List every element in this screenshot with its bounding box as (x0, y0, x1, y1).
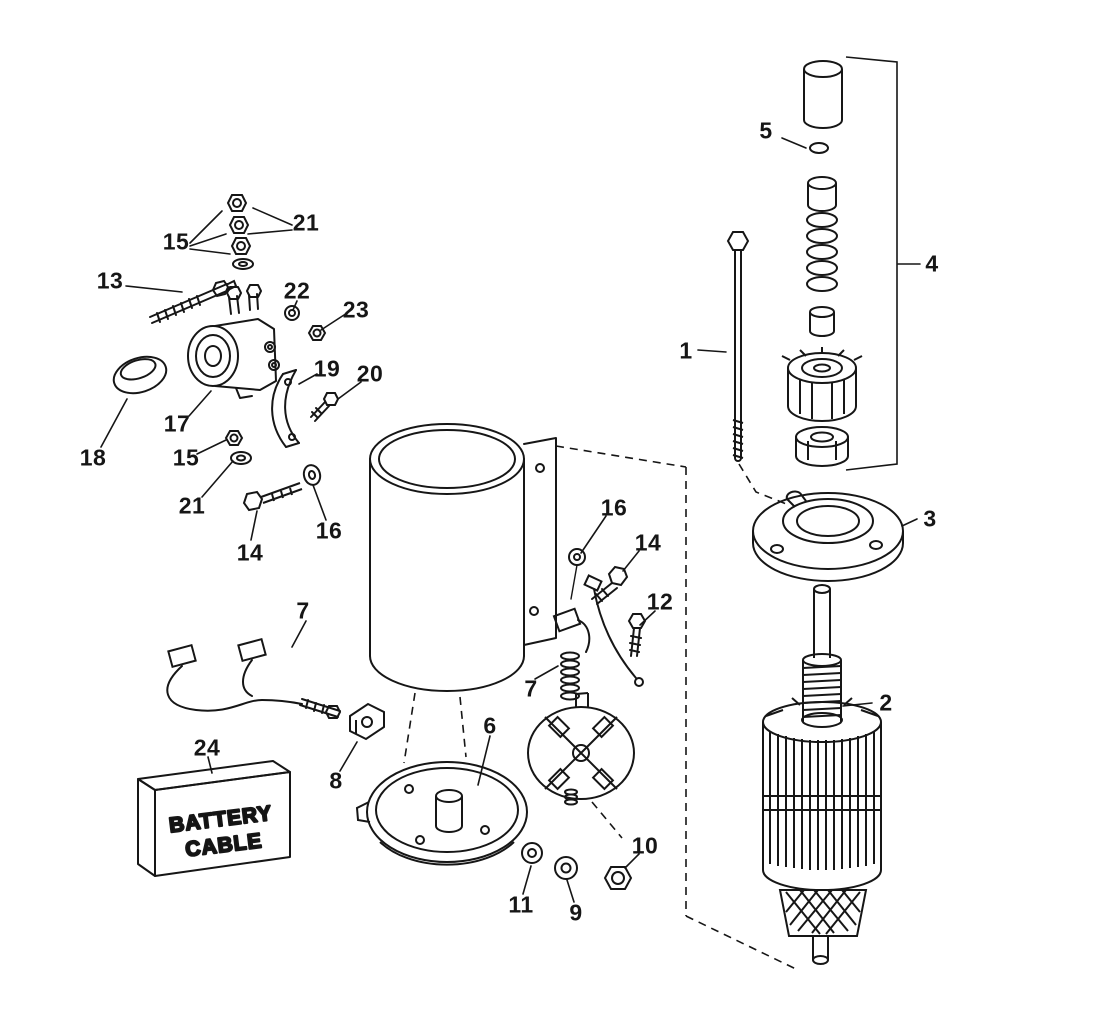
callout-14-17: 14 (634, 529, 662, 556)
alignment-dashed-lines (403, 445, 799, 971)
callout-19-8: 19 (313, 355, 341, 382)
callout-12-19: 12 (646, 588, 674, 615)
callout-24-24: 24 (193, 734, 221, 761)
lower-end-cap (355, 761, 528, 866)
callout-3-18: 3 (923, 505, 937, 532)
callout-4-1: 4 (925, 250, 939, 277)
callout-8-25: 8 (329, 767, 343, 794)
callout-7-20: 7 (296, 597, 310, 624)
callout-15-12: 15 (172, 444, 200, 471)
bracket-4-line (845, 56, 898, 471)
through-bolt (726, 231, 750, 462)
callout-20-9: 20 (356, 360, 384, 387)
battery-cable-label-line2: CABLE (184, 829, 264, 861)
callout-5-0: 5 (759, 117, 773, 144)
armature (762, 584, 882, 965)
callout-leader-lines (100, 137, 921, 903)
callout-9-28: 9 (569, 899, 583, 926)
callout-23-6: 23 (342, 296, 370, 323)
bottom-hardware (521, 842, 633, 890)
callout-11-27: 11 (508, 891, 534, 918)
brush-plate (527, 692, 635, 806)
callout-6-23: 6 (483, 712, 497, 739)
mid-hardware (224, 430, 322, 512)
callout-17-10: 17 (163, 410, 191, 437)
callout-21-2: 21 (292, 209, 320, 236)
solenoid (187, 284, 280, 399)
terminal-stud (149, 279, 238, 324)
callout-7-21: 7 (524, 675, 538, 702)
callout-1-7: 1 (679, 337, 693, 364)
callout-13-4: 13 (96, 267, 124, 294)
callout-21-13: 21 (178, 492, 206, 519)
right-hardware (568, 548, 647, 687)
end-flange (752, 490, 904, 582)
mount-bracket (349, 702, 385, 741)
terminal-boot (112, 355, 168, 395)
callout-22-5: 22 (283, 277, 311, 304)
callout-16-16: 16 (600, 494, 628, 521)
nut-stack (226, 194, 254, 270)
callout-16-14: 16 (315, 517, 343, 544)
small-washers (284, 305, 327, 341)
callout-15-3: 15 (162, 228, 190, 255)
drive-assembly (781, 56, 898, 471)
retainer-ring (809, 142, 829, 154)
battery-cable-box: BATTERY CABLE (137, 760, 291, 877)
callout-18-11: 18 (79, 444, 107, 471)
callout-10-26: 10 (631, 832, 659, 859)
callout-14-15: 14 (236, 539, 264, 566)
motor-housing (369, 423, 557, 692)
brushes-and-springs (166, 607, 591, 719)
callout-2-22: 2 (879, 689, 893, 716)
